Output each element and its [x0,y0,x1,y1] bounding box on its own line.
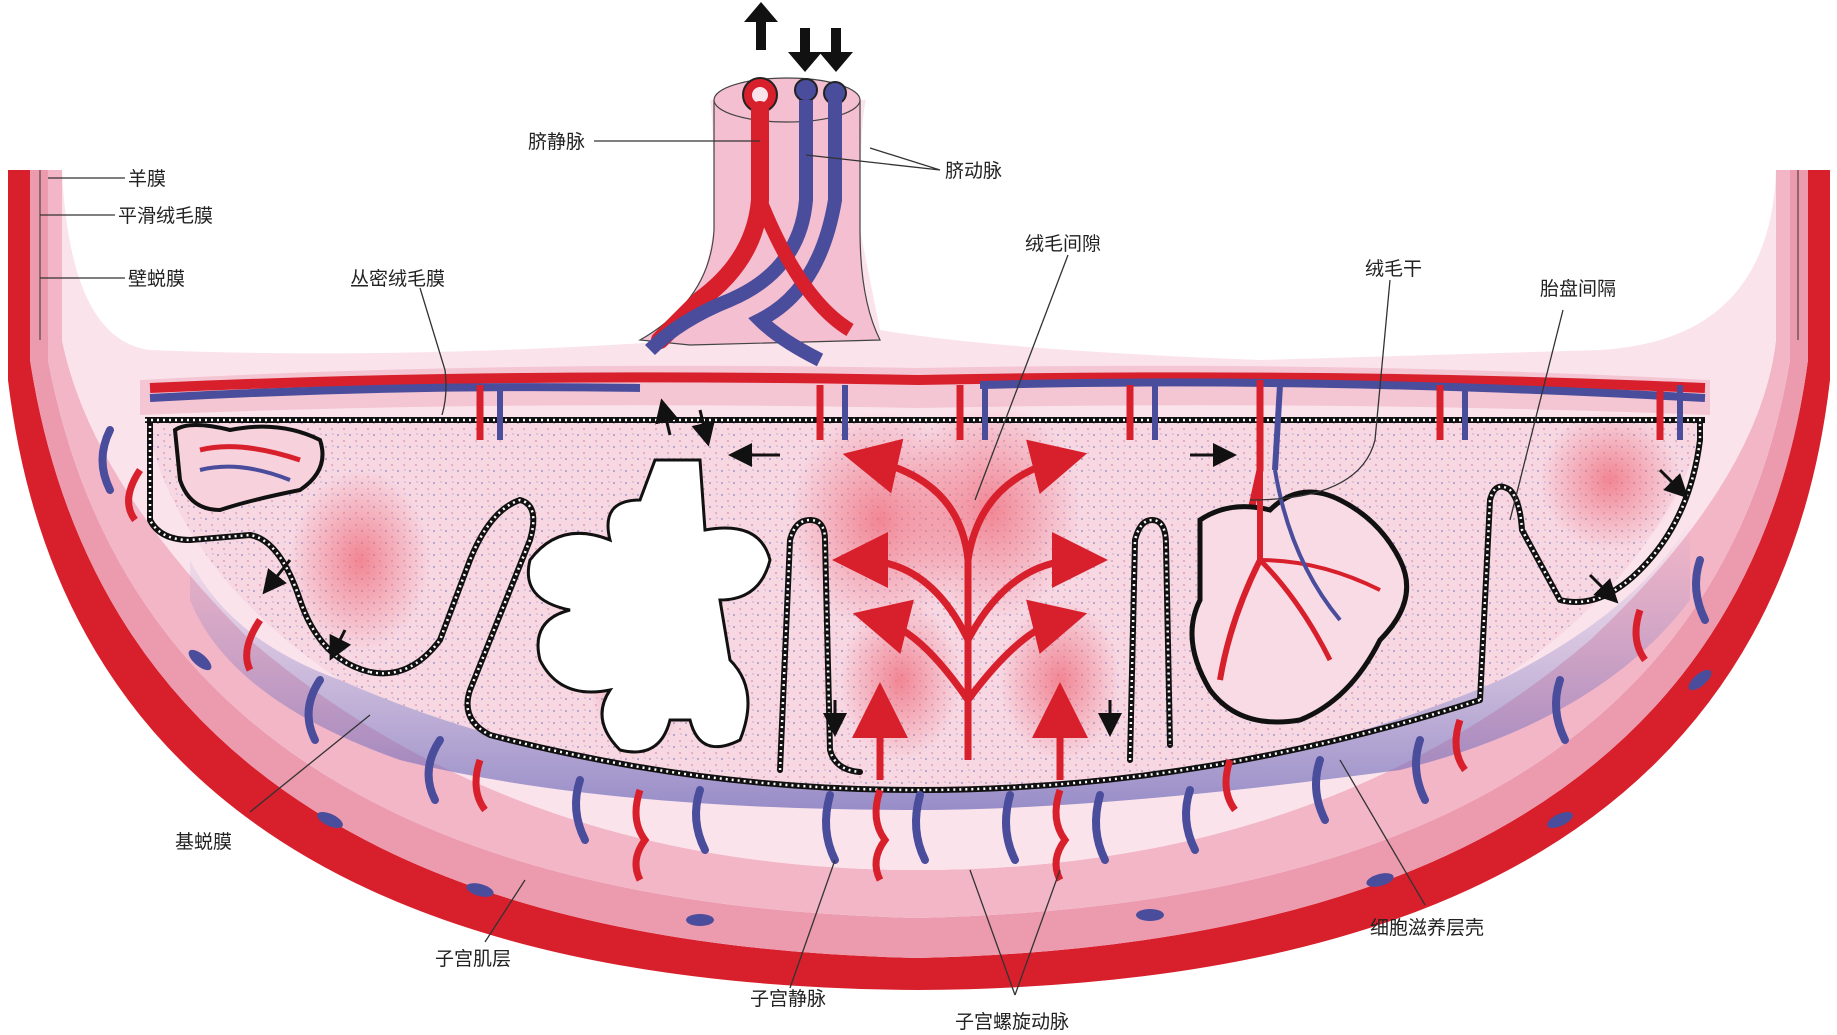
villus-stem-label: 绒毛干 [1365,258,1422,280]
smooth-chorion-label: 平滑绒毛膜 [118,205,213,227]
decidua-basalis-label: 基蜕膜 [175,831,232,853]
spiral-artery-label: 子宫螺旋动脉 [955,1011,1069,1033]
cytotrophoblast-shell-label: 细胞滋养层壳 [1370,917,1484,939]
amnion-label: 羊膜 [128,168,166,190]
placental-septum-label: 胎盘间隔 [1540,278,1616,300]
umbilical-vein-label: 脐静脉 [528,131,585,153]
umbilical-artery-label: 脐动脉 [945,160,1002,182]
myometrium-label: 子宫肌层 [435,948,511,970]
label-amnion: 羊膜 [48,168,166,190]
intervillous-space-label: 绒毛间隙 [1025,233,1101,255]
uterine-vein-label: 子宫静脉 [750,988,826,1010]
cord-flow-arrows [744,2,853,72]
chorion-frondosum-label: 丛密绒毛膜 [350,268,445,290]
decidua-capsularis-label: 壁蜕膜 [128,268,185,290]
